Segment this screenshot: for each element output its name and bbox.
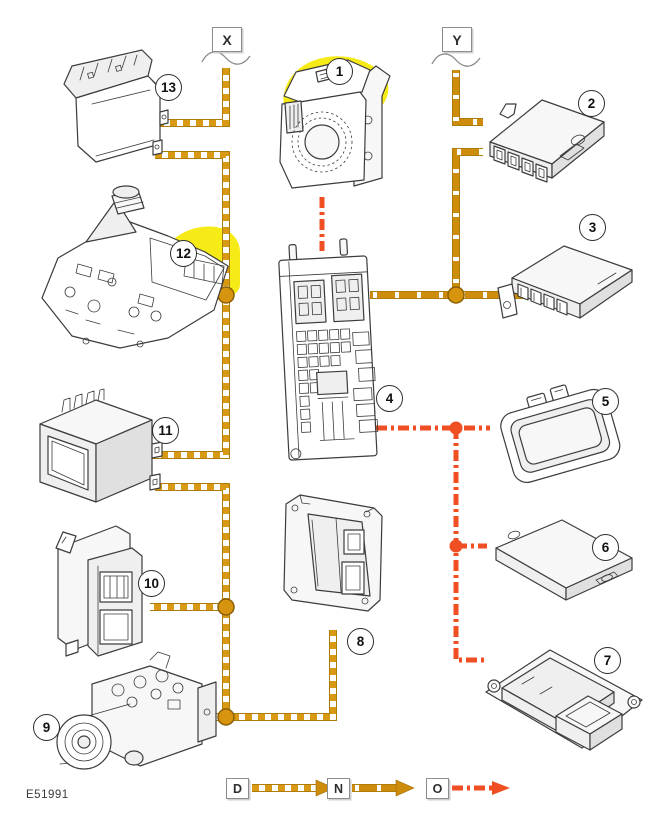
bus-o-lines [319, 197, 490, 663]
junction-dot [447, 286, 465, 304]
legend-key-o-text: O [432, 781, 443, 796]
module-12-illustration [41, 185, 229, 349]
module-2-illustration [489, 99, 605, 183]
module-6-illustration [495, 519, 633, 601]
junction-dot-orange [449, 539, 463, 553]
figure-code: E51991 [26, 789, 69, 801]
callout-7: 7 [594, 647, 621, 674]
legend-arrowhead-n [395, 779, 415, 797]
callout-5: 5 [592, 388, 619, 415]
callout-3: 3 [579, 214, 606, 241]
module-9-illustration [56, 651, 217, 770]
module-13-illustration [63, 49, 169, 163]
callout-6: 6 [592, 534, 619, 561]
callout-2: 2 [578, 90, 605, 117]
branch-label-y-text: Y [452, 31, 462, 48]
junction-dot-orange [449, 421, 463, 435]
callout-9: 9 [33, 714, 60, 741]
legend-arrowhead-o [492, 781, 510, 795]
callout-4: 4 [376, 385, 403, 412]
callout-11: 11 [152, 417, 179, 444]
bus-n-lines [370, 70, 526, 299]
callout-8: 8 [347, 628, 374, 655]
module-10-illustration [55, 525, 143, 657]
branch-x-squiggle [201, 51, 251, 65]
branch-label-x-text: X [222, 31, 232, 48]
module-8-illustration [283, 494, 383, 612]
branch-label-x: X [212, 27, 242, 52]
legend-arrow-n [352, 779, 415, 797]
module-5-illustration [500, 384, 621, 484]
branch-y-squiggle [431, 53, 481, 67]
callout-12: 12 [170, 240, 197, 267]
legend-key-d: D [226, 778, 249, 799]
junction-dot [217, 708, 235, 726]
legend-arrow-o [452, 781, 510, 795]
legend-key-n-text: N [333, 781, 344, 796]
legend-arrow-d [252, 779, 335, 797]
legend-key-o: O [426, 778, 449, 799]
callout-1: 1 [326, 58, 353, 85]
callout-13: 13 [155, 74, 182, 101]
module-3-illustration [497, 245, 633, 319]
legend-key-d-text: D [232, 781, 243, 796]
junction-dots [217, 286, 465, 726]
callout-10: 10 [138, 570, 165, 597]
module-11-illustration [39, 388, 163, 503]
branch-label-y: Y [442, 27, 472, 52]
legend-arrowhead-d [315, 779, 335, 797]
legend-key-n: N [327, 778, 350, 799]
junction-dot [217, 598, 235, 616]
module-7-illustration [485, 649, 643, 751]
module-4-illustration [278, 238, 379, 461]
